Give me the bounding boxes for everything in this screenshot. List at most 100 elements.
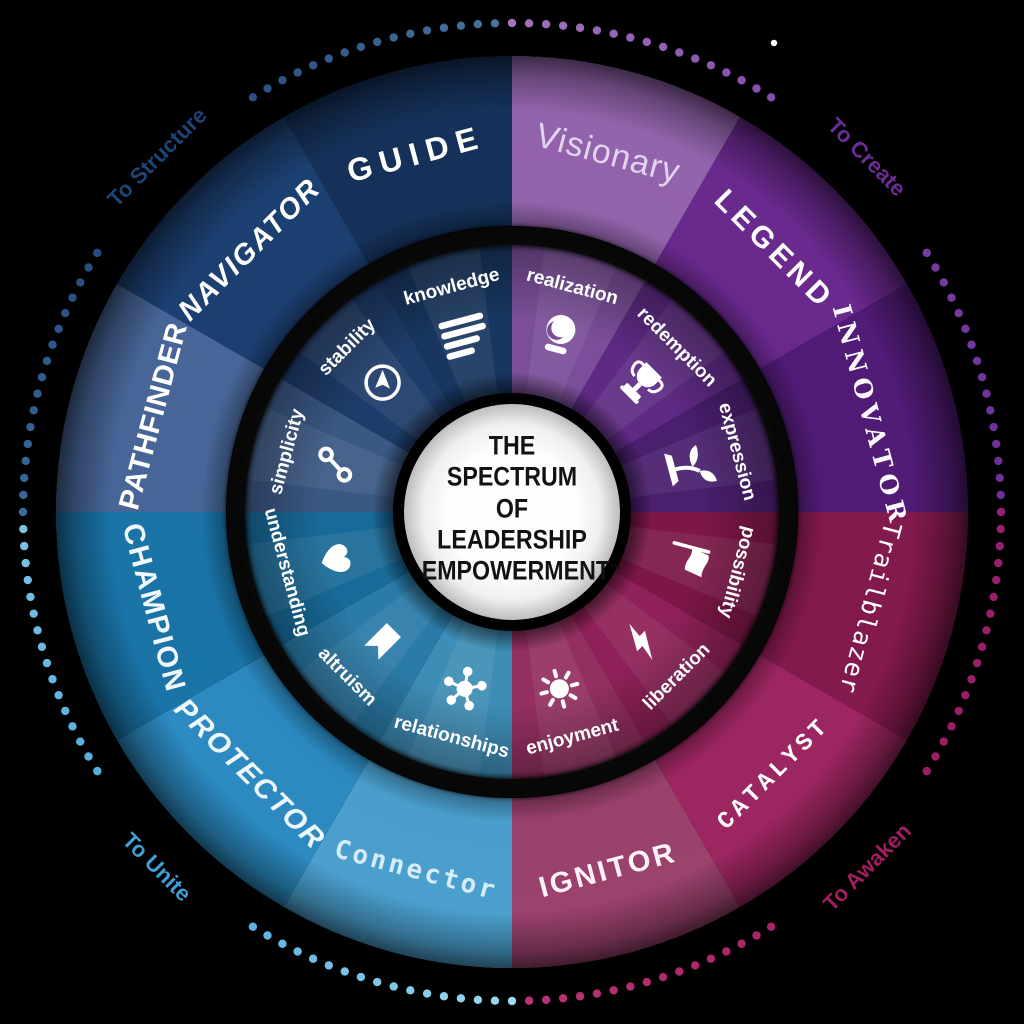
ring-dot	[406, 29, 415, 38]
ring-dot	[658, 42, 668, 52]
ring-dot	[609, 29, 618, 38]
ring-dot	[68, 293, 77, 302]
ring-dot	[954, 308, 963, 318]
ring-dot	[263, 84, 272, 93]
ring-dot	[308, 61, 318, 70]
ring-dot	[994, 558, 1003, 568]
ring-dot	[324, 54, 334, 63]
ring-dot	[626, 982, 635, 991]
white-speck	[770, 39, 778, 47]
ring-dot	[21, 558, 30, 568]
ring-dot	[76, 737, 85, 746]
text-lines-icon	[438, 312, 486, 360]
ring-dot	[982, 626, 991, 635]
ring-dot	[76, 278, 85, 287]
ring-dot	[996, 524, 1005, 534]
ring-dot	[977, 373, 987, 382]
ring-dot	[406, 986, 415, 995]
ring-dot	[996, 507, 1006, 517]
ring-dot	[439, 992, 449, 1001]
ring-dot	[575, 23, 585, 32]
ring-dot	[422, 26, 432, 35]
ring-dot	[93, 766, 102, 776]
ring-dot	[766, 93, 776, 102]
ring-dot	[42, 658, 52, 668]
network-icon	[443, 666, 487, 711]
ring-dot	[456, 21, 466, 30]
sprout-icon	[664, 445, 717, 487]
ring-dot	[456, 994, 466, 1003]
ring-dot	[658, 972, 668, 982]
trademark-symbol: ™	[610, 561, 622, 577]
ring-dot	[84, 263, 93, 272]
center-title-line3: EMPOWERMENT™	[421, 555, 622, 586]
ring-dot	[722, 68, 731, 77]
ring-dot	[490, 996, 500, 1005]
ring-dot	[939, 278, 948, 287]
ring-dot	[961, 690, 970, 700]
center-disc	[404, 404, 620, 620]
ring-dot	[324, 961, 334, 970]
ring-dot	[995, 541, 1005, 551]
ring-dot	[592, 989, 602, 998]
ring-dot	[33, 389, 42, 398]
ring-dot	[947, 293, 956, 302]
ring-dot	[575, 992, 585, 1001]
ring-dot	[48, 675, 57, 684]
ring-dot	[356, 42, 366, 52]
ring-dot	[977, 642, 987, 651]
corner-label-to-unite: To Unite	[118, 828, 197, 907]
ring-dot	[967, 675, 976, 684]
center-title: THE SPECTRUM OF LEADERSHIP EMPOWERMENT™	[421, 431, 622, 588]
ring-dot	[37, 642, 47, 651]
ring-dot	[389, 33, 398, 42]
ring-dot	[54, 324, 63, 334]
ring-dot	[61, 308, 70, 318]
crystal-ball-icon	[544, 314, 576, 355]
ring-dot	[248, 93, 258, 102]
ring-dot	[37, 373, 47, 382]
ring-dot	[473, 19, 483, 29]
ring-dot	[19, 524, 28, 534]
ring-dot	[626, 33, 635, 42]
ring-dot	[642, 37, 651, 47]
ring-dot	[93, 248, 102, 258]
ring-dot	[473, 995, 483, 1005]
ring-dot	[642, 977, 651, 987]
ring-dot	[54, 690, 63, 700]
ring-dot	[706, 954, 716, 963]
ring-dot	[356, 972, 366, 982]
link-icon	[318, 446, 353, 483]
center-title-line2: OF LEADERSHIP	[437, 493, 587, 555]
ring-dot	[939, 737, 948, 746]
ring-dot	[922, 766, 931, 776]
ring-dot	[373, 37, 382, 47]
ring-dot	[558, 994, 568, 1003]
ring-dot	[263, 931, 272, 940]
ring-dot	[84, 752, 93, 761]
ring-dot	[524, 19, 534, 28]
ring-dot	[422, 989, 432, 998]
ring-dot	[524, 996, 534, 1005]
ring-dot	[737, 76, 746, 85]
ring-dot	[766, 922, 776, 931]
bookmark-icon	[364, 623, 401, 660]
ring-dot	[752, 931, 761, 940]
ring-dot	[42, 356, 52, 366]
ring-dot	[954, 706, 963, 716]
ring-dot	[33, 626, 42, 635]
ring-dot	[994, 456, 1003, 466]
ring-dot	[690, 961, 700, 970]
ring-dot	[373, 977, 382, 987]
ring-dot	[931, 263, 940, 272]
ring-dot	[541, 995, 551, 1005]
ring-dot	[48, 340, 57, 349]
ring-dot	[26, 592, 35, 602]
ring-dot	[992, 439, 1001, 449]
lightning-icon	[629, 623, 653, 661]
heart-icon	[321, 544, 351, 572]
ring-dot	[21, 456, 30, 466]
ring-dot	[995, 473, 1005, 483]
ring-dot	[278, 76, 287, 85]
